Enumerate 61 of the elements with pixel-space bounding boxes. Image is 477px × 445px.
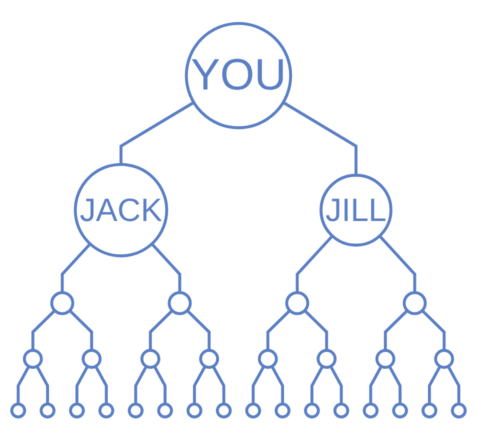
connector <box>120 101 195 164</box>
node-circle <box>422 402 438 418</box>
node-circle <box>10 402 26 418</box>
connector <box>31 309 56 350</box>
node-circle <box>98 402 114 418</box>
connector <box>252 366 266 404</box>
connector <box>378 234 416 293</box>
node-circle <box>216 402 232 418</box>
connector <box>148 309 174 350</box>
connector <box>266 309 291 350</box>
node-circle <box>285 291 310 316</box>
node-circle <box>199 348 220 369</box>
node-circle <box>258 348 278 369</box>
connector <box>304 309 328 350</box>
node-circle <box>402 291 427 316</box>
connector <box>68 309 94 350</box>
node-circle <box>274 402 290 418</box>
node-circle <box>140 348 160 369</box>
connector <box>212 366 226 404</box>
connector <box>421 309 446 350</box>
node-circle <box>316 348 337 369</box>
connector <box>134 366 148 404</box>
node-circle: JACK <box>74 163 168 258</box>
node-circle <box>69 402 85 418</box>
node-circle: JILL <box>320 174 392 247</box>
connector <box>282 101 358 176</box>
connector <box>94 366 108 404</box>
node-circle <box>40 402 56 418</box>
connector <box>16 366 30 404</box>
connector <box>153 366 167 404</box>
node-circle <box>434 348 454 369</box>
node-circle <box>157 402 173 418</box>
connector <box>75 366 89 404</box>
connector <box>270 366 284 404</box>
connector <box>192 366 206 404</box>
node-circle <box>392 402 408 418</box>
node-circle <box>128 402 144 418</box>
node-circle: YOU <box>184 22 292 130</box>
node-circle <box>22 348 43 369</box>
node-circle <box>168 291 192 316</box>
connector <box>150 242 182 293</box>
node-circle <box>304 402 320 418</box>
connector <box>36 366 50 404</box>
connector <box>384 309 408 350</box>
node-circle <box>186 402 202 418</box>
node-circle <box>245 402 262 418</box>
connector <box>446 366 460 404</box>
node-circle <box>82 348 102 369</box>
connector <box>369 366 383 404</box>
node-circle <box>50 291 74 316</box>
node-circle <box>362 402 379 418</box>
connector <box>428 366 442 404</box>
connector <box>329 366 343 404</box>
node-circle <box>333 402 350 418</box>
connector <box>60 242 92 293</box>
node-circle <box>450 402 467 418</box>
connector <box>186 309 211 350</box>
connector <box>310 366 324 404</box>
connector <box>296 234 334 293</box>
node-circle <box>375 348 396 369</box>
connector <box>388 366 402 404</box>
